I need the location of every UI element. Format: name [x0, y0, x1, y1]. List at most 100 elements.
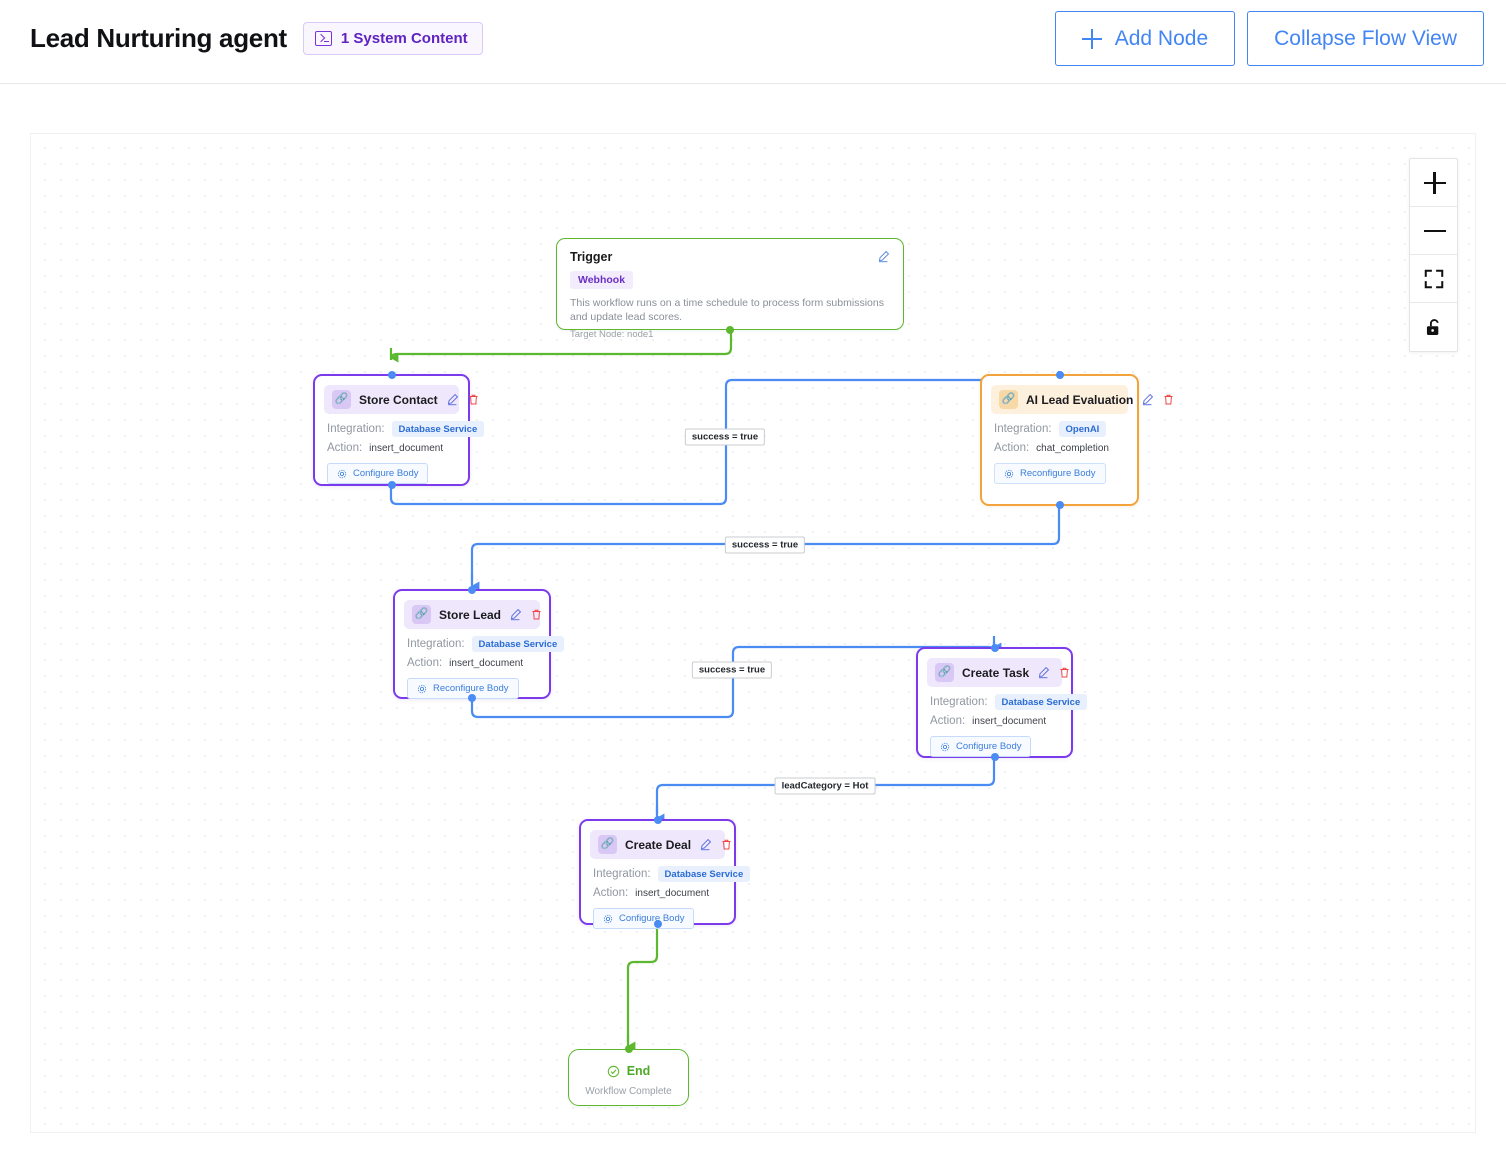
integration-label: Integration:: [327, 423, 385, 435]
gear-icon: [417, 684, 427, 693]
action-value: insert_document: [449, 657, 524, 669]
zoom-out-button[interactable]: [1410, 207, 1457, 255]
integration-value: Database Service: [471, 636, 565, 652]
store-contact-header: 🔗 Store Contact: [324, 385, 478, 414]
page-title: Lead Nurturing agent: [30, 23, 287, 53]
reconfigure-body-button[interactable]: Reconfigure Body: [407, 678, 519, 699]
action-label: Action:: [930, 715, 966, 727]
pencil-icon[interactable]: [509, 608, 522, 621]
integration-label: Integration:: [930, 696, 988, 708]
configure-body-label: Configure Body: [956, 741, 1022, 752]
store-contact-action-row: Action: insert_document: [327, 442, 456, 454]
store-lead-output-handle[interactable]: [468, 694, 476, 702]
pencil-icon[interactable]: [1037, 666, 1050, 679]
create-deal-action-row: Action: insert_document: [593, 887, 722, 899]
store-contact-body: Integration: Database Service Action: in…: [315, 414, 485, 495]
trigger-description: This workflow runs on a time schedule to…: [570, 297, 884, 324]
action-label: Action:: [407, 657, 443, 669]
store-contact-title: Store Contact: [359, 392, 438, 407]
create-task-body: Integration: Database Service Action: in…: [918, 687, 1088, 768]
collapse-flow-view-button-label: Collapse Flow View: [1274, 26, 1457, 50]
check-circle-icon: [607, 1065, 619, 1077]
lock-toggle-button[interactable]: [1410, 303, 1457, 351]
edge-label-store-lead-to-create-task: success = true: [691, 661, 773, 679]
store-contact-output-handle[interactable]: [387, 481, 396, 489]
integration-label: Integration:: [407, 638, 465, 650]
store-contact-input-handle[interactable]: [387, 371, 396, 379]
zoom-in-button[interactable]: [1410, 159, 1457, 207]
store-lead-body: Integration: Database Service Action: in…: [395, 629, 565, 710]
trash-icon[interactable]: [720, 838, 733, 851]
plug-icon: 🔗: [412, 605, 431, 624]
edge-label-store-contact-to-ai: success = true: [684, 428, 766, 446]
edge-label-create-task-to-create-deal: leadCategory = Hot: [774, 777, 876, 795]
pencil-icon[interactable]: [699, 838, 712, 851]
system-content-badge[interactable]: 1 System Content: [302, 22, 483, 55]
integration-label: Integration:: [593, 868, 651, 880]
configure-body-button[interactable]: Configure Body: [327, 463, 429, 484]
add-node-button[interactable]: Add Node: [1054, 11, 1236, 66]
node-ai-lead-evaluation[interactable]: 🔗 AI Lead Evaluation Integration: OpenAI…: [980, 371, 1173, 509]
ai-lead-evaluation-input-handle[interactable]: [1055, 371, 1064, 379]
unlock-icon: [1426, 318, 1439, 335]
gear-icon: [1004, 469, 1014, 478]
node-create-task[interactable]: 🔗 Create Task Integration: Database Serv…: [916, 644, 1088, 761]
create-deal-input-handle[interactable]: [653, 816, 662, 824]
plug-icon: 🔗: [598, 835, 617, 854]
store-contact-integration-row: Integration: Database Service: [327, 421, 485, 437]
reconfigure-body-label: Reconfigure Body: [1020, 468, 1096, 479]
configure-body-button[interactable]: Configure Body: [930, 736, 1032, 757]
node-store-contact[interactable]: 🔗 Store Contact Integration: Database Se…: [313, 371, 485, 489]
action-value: insert_document: [972, 715, 1047, 727]
node-create-deal[interactable]: 🔗 Create Deal Integration: Database Serv…: [579, 816, 751, 929]
trash-icon[interactable]: [467, 393, 480, 406]
create-task-output-handle[interactable]: [990, 753, 999, 761]
store-lead-action-row: Action: insert_document: [407, 657, 537, 669]
trigger-output-handle[interactable]: [726, 326, 734, 334]
edge-label-ai-to-store-lead: success = true: [724, 536, 806, 554]
gear-icon: [337, 469, 347, 478]
fit-view-button[interactable]: [1410, 255, 1457, 303]
plug-icon: 🔗: [332, 390, 351, 409]
store-lead-header: 🔗 Store Lead: [404, 600, 543, 629]
pencil-icon[interactable]: [877, 250, 890, 263]
create-task-input-handle[interactable]: [990, 644, 999, 652]
action-value: insert_document: [635, 887, 710, 899]
create-deal-output-handle[interactable]: [653, 920, 662, 928]
end-header: End: [569, 1064, 688, 1078]
create-task-title: Create Task: [962, 665, 1030, 680]
integration-label: Integration:: [994, 423, 1052, 435]
trash-icon[interactable]: [1058, 666, 1071, 679]
flow-canvas[interactable]: success = true success = true success = …: [30, 133, 1476, 1133]
integration-value: Database Service: [391, 421, 485, 437]
trash-icon[interactable]: [1162, 393, 1175, 406]
trash-icon[interactable]: [530, 608, 543, 621]
store-lead-input-handle[interactable]: [468, 586, 476, 594]
reconfigure-body-button[interactable]: Reconfigure Body: [994, 463, 1106, 484]
pencil-icon[interactable]: [446, 393, 459, 406]
create-deal-body: Integration: Database Service Action: in…: [581, 859, 751, 940]
collapse-flow-view-button[interactable]: Collapse Flow View: [1247, 11, 1484, 66]
canvas-controls: [1409, 158, 1458, 352]
action-label: Action:: [327, 442, 363, 454]
end-input-handle[interactable]: [624, 1045, 633, 1053]
action-value: insert_document: [369, 442, 444, 454]
configure-body-button[interactable]: Configure Body: [593, 908, 695, 929]
ai-lead-evaluation-output-handle[interactable]: [1055, 501, 1064, 509]
pencil-icon[interactable]: [1141, 393, 1154, 406]
add-node-button-label: Add Node: [1114, 26, 1209, 50]
top-bar: Lead Nurturing agent 1 System Content Ad…: [0, 0, 1506, 84]
reconfigure-body-label: Reconfigure Body: [433, 683, 509, 694]
gear-icon: [603, 914, 613, 923]
configure-body-label: Configure Body: [619, 913, 685, 924]
node-end[interactable]: End Workflow Complete: [568, 1045, 689, 1106]
terminal-icon: [314, 31, 332, 46]
integration-value: Database Service: [994, 694, 1088, 710]
ai-lead-evaluation-header: 🔗 AI Lead Evaluation: [991, 385, 1173, 414]
top-bar-left: Lead Nurturing agent 1 System Content: [30, 22, 483, 55]
create-task-action-row: Action: insert_document: [930, 715, 1059, 727]
ai-lead-evaluation-action-row: Action: chat_completion: [994, 442, 1125, 454]
node-store-lead[interactable]: 🔗 Store Lead Integration: Database Servi…: [393, 586, 565, 702]
node-trigger[interactable]: Trigger Webhook This workflow runs on a …: [556, 238, 904, 340]
